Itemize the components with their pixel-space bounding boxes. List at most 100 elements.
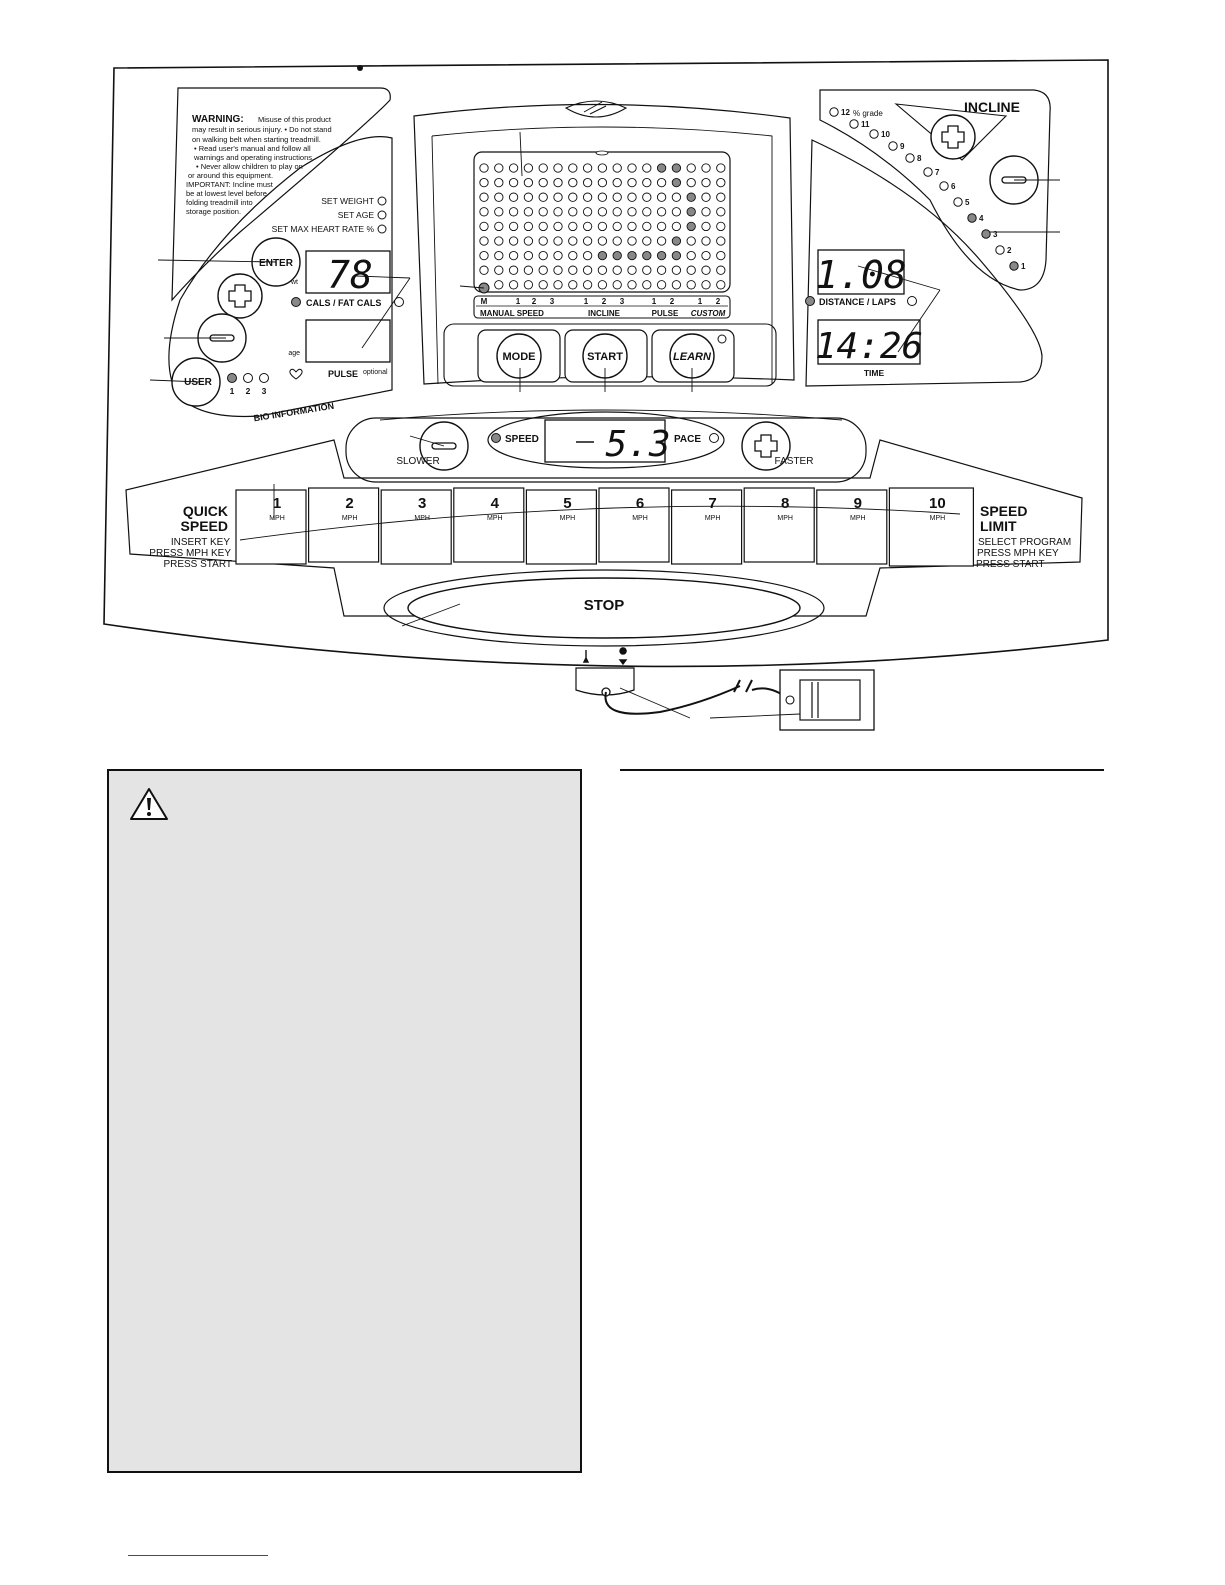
matrix-led — [612, 221, 622, 232]
cals-led — [291, 297, 301, 307]
set-weight-label: SET WEIGHT — [321, 196, 374, 206]
program-number: 1 — [516, 297, 521, 306]
matrix-led — [538, 163, 548, 173]
matrix-led — [568, 265, 578, 275]
bio-plus-button[interactable] — [217, 273, 263, 319]
matrix-led — [597, 177, 608, 188]
matrix-led — [582, 177, 593, 188]
quick-speed-key-unit: MPH — [269, 515, 285, 522]
quick-speed-key-unit: MPH — [930, 515, 946, 522]
matrix-led — [642, 250, 652, 261]
program-number: 3 — [620, 297, 625, 306]
distance-panel-outline — [805, 139, 1043, 387]
incline-level-9: 9 — [900, 142, 905, 151]
stop-ring — [383, 569, 825, 647]
user-1-number: 1 — [230, 386, 235, 396]
quick-speed-key-number: 2 — [345, 495, 353, 512]
program-number: 1 — [652, 297, 657, 306]
matrix-led — [508, 163, 519, 173]
incline-grade-label: % grade — [853, 109, 883, 118]
learn-button[interactable]: LEARN — [651, 329, 735, 383]
warning-line: or around this equipment. — [188, 171, 273, 180]
matrix-led — [479, 207, 489, 217]
footer-rule — [128, 1555, 268, 1556]
bio-panel-outline — [168, 136, 393, 418]
brand-logo-mark — [583, 101, 607, 115]
quick-speed-key-unit: MPH — [632, 515, 648, 522]
program-number: 2 — [602, 297, 607, 306]
matrix-led — [716, 221, 726, 232]
fat-cals-led — [394, 297, 404, 307]
program-number: 1 — [584, 297, 589, 306]
matrix-led — [508, 177, 519, 188]
matrix-led — [553, 280, 563, 290]
quick-speed-key-number: 1 — [273, 495, 281, 512]
matrix-led — [597, 265, 608, 275]
matrix-led — [627, 250, 637, 261]
matrix-led — [612, 163, 622, 173]
matrix-led — [582, 192, 593, 202]
console-notch — [357, 65, 363, 71]
quick-speed-key-number: 8 — [781, 495, 789, 512]
matrix-led — [597, 163, 608, 173]
time-label: TIME — [864, 368, 885, 378]
matrix-led — [523, 221, 534, 232]
mode-button[interactable]: MODE — [477, 329, 561, 383]
matrix-led — [612, 192, 622, 202]
quick-speed-key-number: 5 — [563, 495, 571, 512]
start-button[interactable]: START — [564, 329, 648, 383]
matrix-led — [508, 221, 519, 232]
incline-level-7: 7 — [935, 168, 940, 177]
set-age-label: SET AGE — [338, 210, 375, 220]
plus-icon — [228, 284, 252, 308]
matrix-led — [671, 207, 682, 217]
matrix-led — [671, 236, 682, 246]
warning-line: • Never allow children to play on — [196, 162, 303, 171]
matrix-led — [716, 236, 726, 246]
matrix-led — [523, 192, 534, 202]
matrix-led — [494, 236, 504, 246]
matrix-led — [612, 250, 622, 261]
quick-speed-key-unit: MPH — [777, 515, 793, 522]
stop-button[interactable]: STOP — [407, 577, 801, 639]
mode-button-label: MODE — [503, 351, 536, 363]
quick-speed-instr-3: PRESS START — [163, 559, 232, 570]
incline-up-button[interactable] — [930, 114, 976, 160]
quick-speed-instr-1: INSERT KEY — [171, 537, 230, 548]
matrix-led — [494, 221, 504, 232]
matrix-led — [716, 207, 726, 217]
brand-logo — [564, 100, 628, 118]
matrix-led — [701, 192, 711, 202]
speed-limit-instr-1: SELECT PROGRAM — [978, 537, 1071, 548]
matrix-led — [642, 177, 652, 188]
matrix-led — [479, 177, 489, 188]
incline-level-3: 3 — [993, 230, 998, 239]
matrix-led — [656, 192, 667, 202]
quick-speed-key-number: 10 — [929, 495, 946, 512]
distance-label: DISTANCE / LAPS — [819, 297, 896, 307]
distance-value: 1.08 — [815, 253, 907, 297]
matrix-led — [582, 280, 593, 290]
faster-button[interactable] — [741, 421, 791, 471]
matrix-led — [538, 280, 548, 290]
matrix-led — [553, 163, 563, 173]
wt-label: wt — [290, 279, 298, 286]
incline-led-4 — [967, 213, 977, 223]
matrix-led — [553, 265, 563, 275]
clip-jaw — [799, 679, 861, 721]
quick-speed-keys: 1MPH2MPH3MPH4MPH5MPH6MPH7MPH8MPH9MPH10MP… — [235, 487, 975, 567]
warning-line: IMPORTANT: Incline must — [186, 180, 274, 189]
program-number: 2 — [670, 297, 675, 306]
matrix-led — [553, 177, 563, 188]
